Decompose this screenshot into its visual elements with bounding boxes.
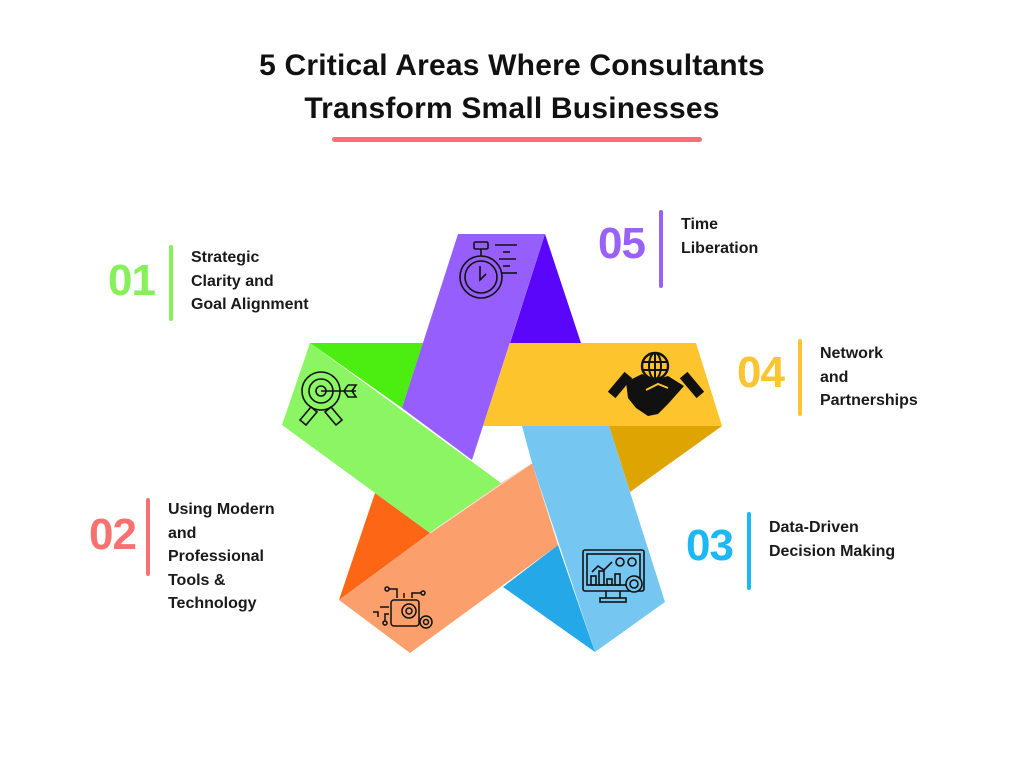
area-number: 05 [598, 219, 646, 268]
divider-bar [797, 339, 802, 416]
yellow-fold [609, 426, 722, 492]
area-label: Strategic Clarity and Goal Alignment [190, 249, 309, 313]
area-03: 03 Data-Driven Decision Making [686, 512, 895, 590]
title-line-2: Transform Small Businesses [304, 92, 720, 125]
orange-band [339, 463, 558, 653]
title-underline [332, 137, 702, 142]
area-label: Data-Driven Decision Making [768, 519, 896, 560]
monitor-analytics-icon [582, 549, 645, 603]
area-label: Time Liberation [680, 216, 759, 257]
divider-bar [658, 210, 663, 288]
divider-bar [168, 245, 173, 321]
target-arrow-icon [298, 371, 358, 427]
divider-bar [145, 498, 150, 576]
stopwatch-icon [459, 241, 517, 299]
area-label: Using Modern and Professional Tools & Te… [167, 501, 275, 612]
area-02: 02 Using Modern and Professional Tools &… [89, 498, 275, 616]
orange-fold [339, 493, 430, 600]
title-line-1: 5 Critical Areas Where Consultants [259, 49, 765, 82]
page-title: 5 Critical Areas Where Consultants Trans… [0, 44, 1024, 130]
area-label: Network and Partnerships [819, 345, 918, 409]
area-05: 05 Time Liberation [598, 210, 758, 288]
purple-band [402, 234, 545, 460]
divider-bar [746, 512, 751, 590]
area-04: 04 Network and Partnerships [737, 339, 918, 416]
area-number: 02 [89, 510, 137, 559]
area-01: 01 Strategic Clarity and Goal Alignment [108, 245, 309, 321]
area-number: 01 [108, 256, 156, 305]
circuit-gears-icon [373, 586, 433, 629]
globe-handshake-icon [607, 351, 705, 416]
area-number: 04 [737, 348, 785, 397]
area-number: 03 [686, 521, 734, 570]
purple-fold [510, 234, 581, 343]
blue-fold [503, 545, 595, 652]
blue-band [522, 426, 665, 652]
green-fold [310, 343, 423, 408]
